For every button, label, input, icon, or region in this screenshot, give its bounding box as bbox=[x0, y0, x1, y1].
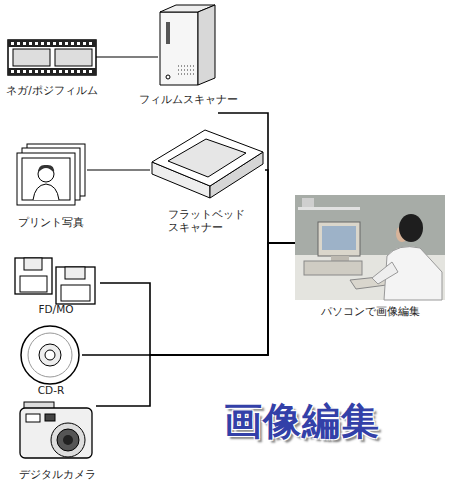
device-node: ネガ/ポジフィルム bbox=[8, 38, 96, 98]
diagram-title: 画像編集 bbox=[224, 396, 380, 447]
photo-sheet bbox=[17, 153, 75, 205]
cd-ring bbox=[28, 333, 72, 377]
scanner-vent bbox=[178, 74, 195, 75]
connector-line bbox=[96, 56, 158, 57]
scanner-vent bbox=[178, 66, 195, 67]
photo-monitor bbox=[318, 222, 360, 256]
device-node: フラットベッド スキャナー bbox=[150, 130, 265, 235]
device-label: デジタルカメラ bbox=[19, 468, 96, 481]
film-band bbox=[8, 68, 96, 75]
floppy-shutter bbox=[24, 258, 42, 270]
disk-icons bbox=[15, 258, 95, 304]
connector-line bbox=[265, 170, 295, 243]
photo-monitor-stand bbox=[331, 256, 349, 261]
device-label: プリント写真 bbox=[18, 216, 84, 229]
photo-person-body bbox=[33, 184, 59, 200]
cd-hub bbox=[39, 344, 61, 366]
film-holes bbox=[11, 42, 95, 45]
device-label: パソコンで画像編集 bbox=[321, 305, 420, 318]
photo-screen bbox=[322, 226, 356, 250]
cd-hole bbox=[45, 350, 55, 360]
device-label: ネガ/ポジフィルム bbox=[6, 84, 98, 97]
photo-person-arm bbox=[372, 262, 398, 284]
pc-editing-photo bbox=[295, 195, 445, 300]
film-body bbox=[8, 40, 96, 75]
camera-viewfinder bbox=[45, 414, 55, 421]
photo-frame bbox=[22, 158, 70, 200]
floppy-disk bbox=[15, 258, 52, 294]
device-node: プリント写真 bbox=[15, 142, 87, 232]
device-node: FD/MO bbox=[12, 252, 100, 316]
photo-computer bbox=[304, 261, 362, 275]
camera-flash bbox=[26, 414, 40, 422]
camera-lens bbox=[57, 429, 79, 451]
scanner-button bbox=[166, 75, 170, 79]
connector-line bbox=[218, 113, 295, 243]
scanner-slot bbox=[166, 22, 170, 44]
photo-shelf bbox=[298, 207, 360, 210]
connector-line bbox=[82, 243, 295, 355]
film-band bbox=[8, 40, 96, 47]
photo-person-hair bbox=[38, 165, 54, 173]
photo-person-hair bbox=[399, 214, 423, 242]
mo-label bbox=[61, 285, 90, 301]
film-frame bbox=[13, 49, 50, 66]
device-node: パソコンで画像編集 bbox=[295, 195, 445, 320]
photo-wall bbox=[295, 195, 445, 300]
film-strip-icon bbox=[8, 40, 96, 75]
scanner-vent bbox=[178, 70, 195, 71]
connector-line bbox=[87, 169, 150, 170]
device-label: CD-R bbox=[38, 384, 65, 397]
scanner-front bbox=[160, 12, 198, 85]
connector-line bbox=[100, 243, 295, 355]
device-label: フィルムスキャナー bbox=[139, 93, 238, 106]
camera-icon bbox=[20, 402, 92, 458]
photo-shelf-item bbox=[302, 198, 314, 207]
camera-lens bbox=[63, 435, 73, 445]
film-frame bbox=[55, 49, 92, 66]
scanner-side bbox=[198, 5, 215, 85]
flatbed-scanner-icon bbox=[152, 130, 263, 198]
device-label: FD/MO bbox=[39, 303, 74, 316]
camera-body bbox=[20, 408, 92, 458]
device-node: CD-R bbox=[20, 322, 82, 398]
device-node: デジタルカメラ bbox=[18, 398, 96, 484]
film-holes bbox=[11, 70, 95, 73]
flatbed-glass bbox=[168, 139, 246, 177]
mo-disk bbox=[56, 267, 95, 304]
device-node: フィルムスキャナー bbox=[158, 3, 218, 113]
flatbed-top bbox=[152, 130, 263, 186]
cd-disc bbox=[21, 326, 79, 384]
print-photo-icon bbox=[17, 144, 85, 205]
connector-line bbox=[96, 243, 295, 406]
cd-icon bbox=[21, 326, 79, 384]
camera-lens bbox=[51, 423, 85, 457]
film-scanner-icon bbox=[160, 5, 215, 85]
mo-shutter bbox=[65, 267, 85, 279]
device-label: フラットベッド スキャナー bbox=[168, 208, 250, 234]
floppy-label bbox=[20, 276, 47, 292]
